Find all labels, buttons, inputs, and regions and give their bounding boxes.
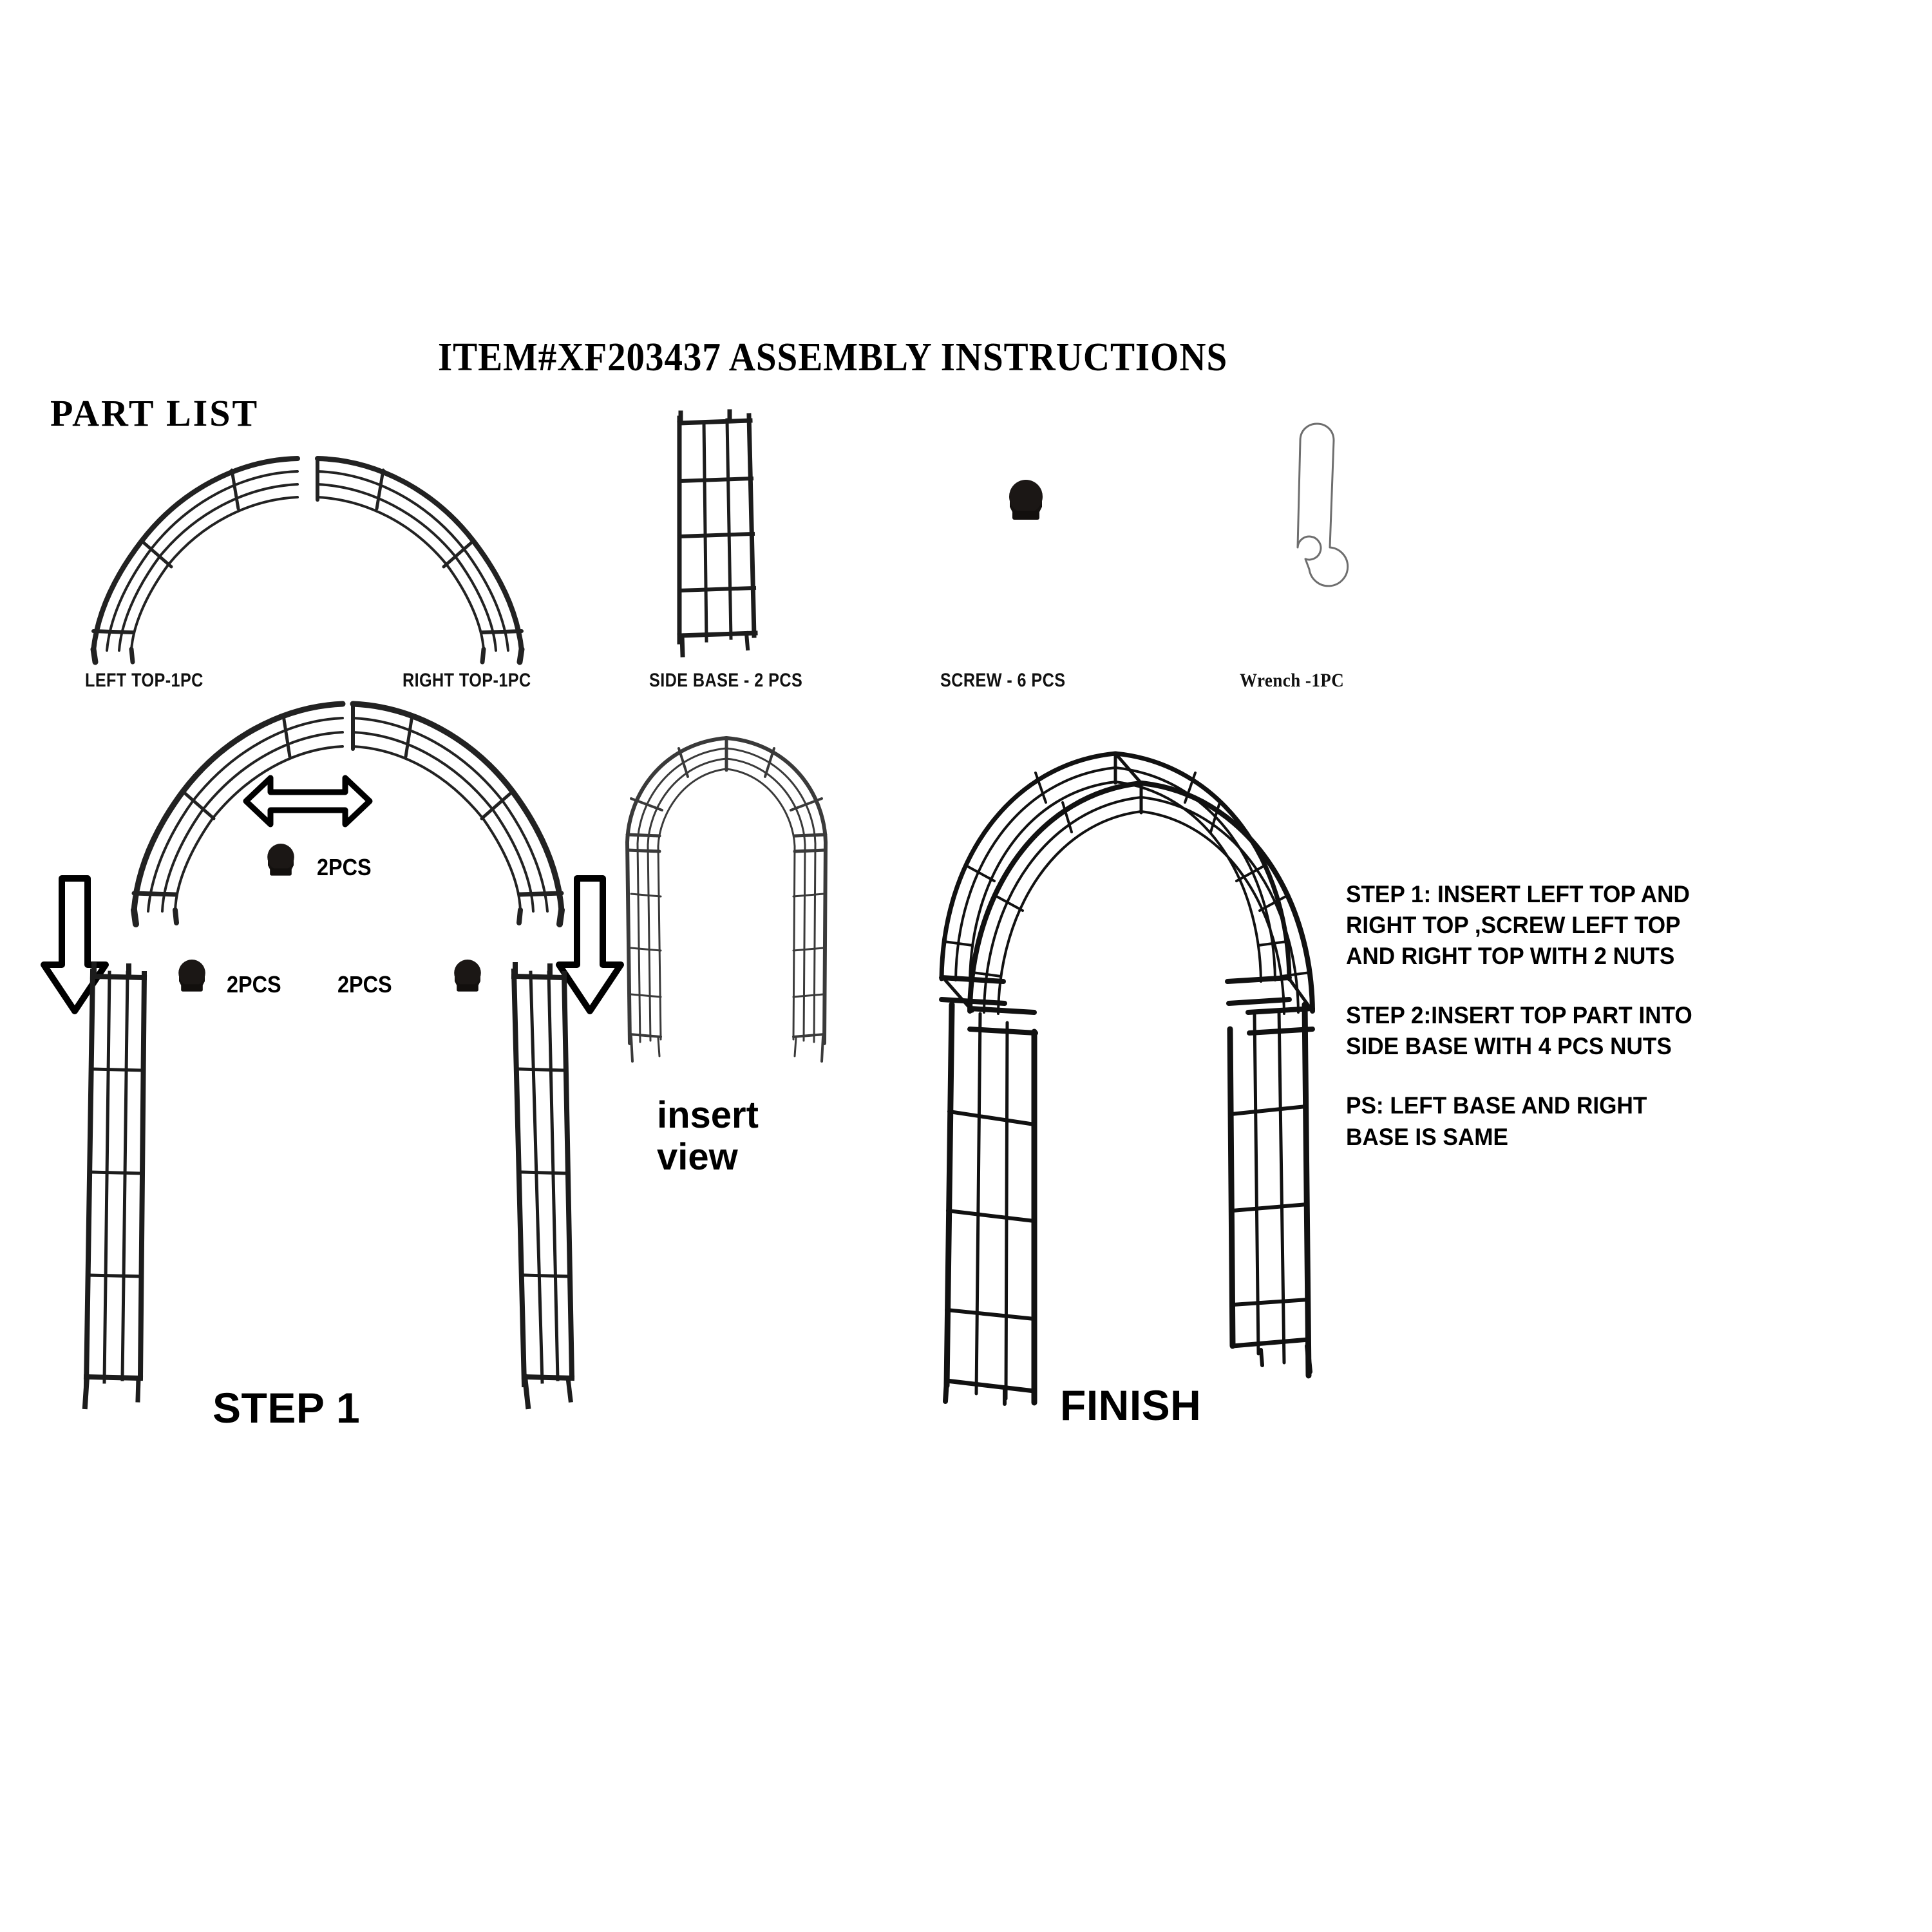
instruction-step-2: STEP 2:INSERT TOP PART INTO SIDE BASE WI… — [1346, 1002, 1692, 1060]
insert-view-arbor-diagram — [612, 721, 863, 1069]
insert-view-caption: insert view — [657, 1094, 759, 1179]
part-list-heading: PART LIST — [50, 392, 260, 434]
insert-view-caption-line1: insert — [657, 1094, 759, 1136]
step1-arch-half-left — [90, 692, 361, 937]
wrench-icon — [1272, 404, 1349, 598]
quantity-label-top: 2PCS — [317, 854, 372, 880]
side-base-panel-icon — [673, 409, 776, 660]
part-label-left-top: LEFT TOP-1PC — [85, 670, 204, 691]
step1-caption: STEP 1 — [213, 1384, 361, 1432]
part-label-wrench: Wrench -1PC — [1240, 670, 1345, 691]
finish-caption: FINISH — [1060, 1381, 1202, 1429]
step1-arch-half-right — [335, 692, 605, 937]
instruction-ps: PS: LEFT BASE AND RIGHT BASE IS SAME — [1346, 1092, 1647, 1150]
step1-side-base-right — [496, 960, 580, 1410]
page-title: ITEM#XF203437 ASSEMBLY INSTRUCTIONS — [438, 336, 1228, 379]
arch-half-right-icon — [299, 444, 570, 665]
step1-side-base-left — [77, 960, 161, 1410]
part-label-right-top: RIGHT TOP-1PC — [402, 670, 531, 691]
down-arrow-icon-right — [555, 875, 625, 1015]
quantity-label-left: 2PCS — [227, 971, 281, 998]
double-headed-arrow-icon — [243, 773, 373, 829]
part-label-screw: SCREW - 6 PCS — [940, 670, 1066, 691]
cap-nut-icon-right — [444, 953, 491, 1002]
instructions-block: STEP 1: INSERT LEFT TOP AND RIGHT TOP ,S… — [1346, 879, 1732, 1153]
cap-nut-icon-left — [169, 953, 215, 1002]
arch-half-left-icon — [45, 444, 316, 665]
quantity-label-right: 2PCS — [337, 971, 392, 998]
part-label-side-base: SIDE BASE - 2 PCS — [649, 670, 803, 691]
cap-nut-icon-top — [258, 837, 304, 886]
cap-nut-icon — [997, 473, 1055, 531]
insert-view-caption-line2: view — [657, 1135, 738, 1178]
finish-arbor-diagram — [908, 702, 1333, 1406]
instruction-step-1: STEP 1: INSERT LEFT TOP AND RIGHT TOP ,S… — [1346, 881, 1690, 970]
